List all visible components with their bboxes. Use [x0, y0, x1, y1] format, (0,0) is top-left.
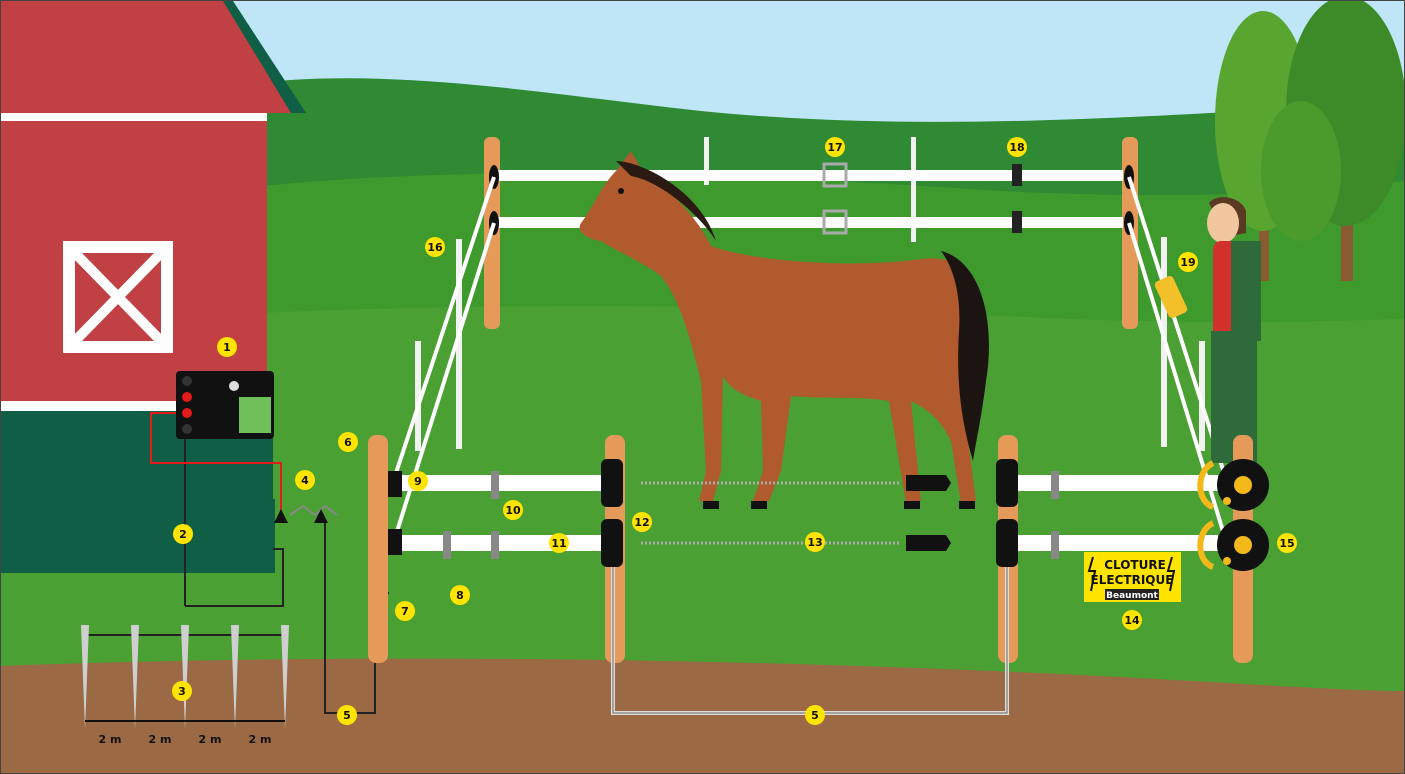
callout-badge: 14 — [1122, 610, 1142, 630]
callout-badge: 9 — [408, 471, 428, 491]
svg-text:11: 11 — [551, 537, 566, 550]
svg-text:17: 17 — [827, 141, 842, 154]
callout-badge: 15 — [1277, 533, 1297, 553]
callout-badge: 16 — [425, 237, 445, 257]
barn — [1, 1, 306, 573]
callout-badge: 18 — [1007, 137, 1027, 157]
svg-text:5: 5 — [343, 709, 351, 722]
callout-badge: 1 — [217, 337, 237, 357]
svg-text:16: 16 — [427, 241, 443, 254]
svg-text:15: 15 — [1279, 537, 1294, 550]
dimension-label: 2 m — [249, 733, 272, 746]
svg-text:18: 18 — [1009, 141, 1024, 154]
svg-text:14: 14 — [1124, 614, 1140, 627]
svg-text:1: 1 — [223, 341, 231, 354]
warning-sign: CLOTURE ELECTRIQUE Beaumont — [1084, 552, 1181, 602]
svg-text:12: 12 — [634, 516, 649, 529]
callout-badge: 13 — [805, 532, 825, 552]
callout-badge: 19 — [1178, 252, 1198, 272]
svg-text:19: 19 — [1180, 256, 1195, 269]
callout-badge: 2 — [173, 524, 193, 544]
sign-line-1: CLOTURE — [1104, 558, 1166, 572]
callout-badge: 6 — [338, 432, 358, 452]
svg-text:3: 3 — [178, 685, 186, 698]
dimension-label: 2 m — [99, 733, 122, 746]
dimension-label: 2 m — [149, 733, 172, 746]
svg-text:8: 8 — [456, 589, 464, 602]
svg-text:5: 5 — [811, 709, 819, 722]
callout-badge: 12 — [632, 512, 652, 532]
svg-text:10: 10 — [505, 504, 521, 517]
sign-brand: Beaumont — [1106, 591, 1158, 601]
callout-badge: 7 — [395, 601, 415, 621]
svg-text:4: 4 — [301, 474, 309, 487]
callout-badge: 5 — [337, 705, 357, 725]
callout-badge: 11 — [549, 533, 569, 553]
svg-text:9: 9 — [414, 475, 422, 488]
callout-badge: 3 — [172, 681, 192, 701]
callout-badge: 17 — [825, 137, 845, 157]
svg-text:6: 6 — [344, 436, 352, 449]
dimension-label: 2 m — [199, 733, 222, 746]
sign-line-2: ELECTRIQUE — [1091, 573, 1174, 587]
callout-badge: 5 — [805, 705, 825, 725]
svg-text:7: 7 — [401, 605, 409, 618]
callout-badge: 10 — [503, 500, 523, 520]
energizer — [176, 371, 274, 439]
svg-text:2: 2 — [179, 528, 187, 541]
callout-badge: 4 — [295, 470, 315, 490]
callout-badge: 8 — [450, 585, 470, 605]
svg-text:13: 13 — [807, 536, 822, 549]
